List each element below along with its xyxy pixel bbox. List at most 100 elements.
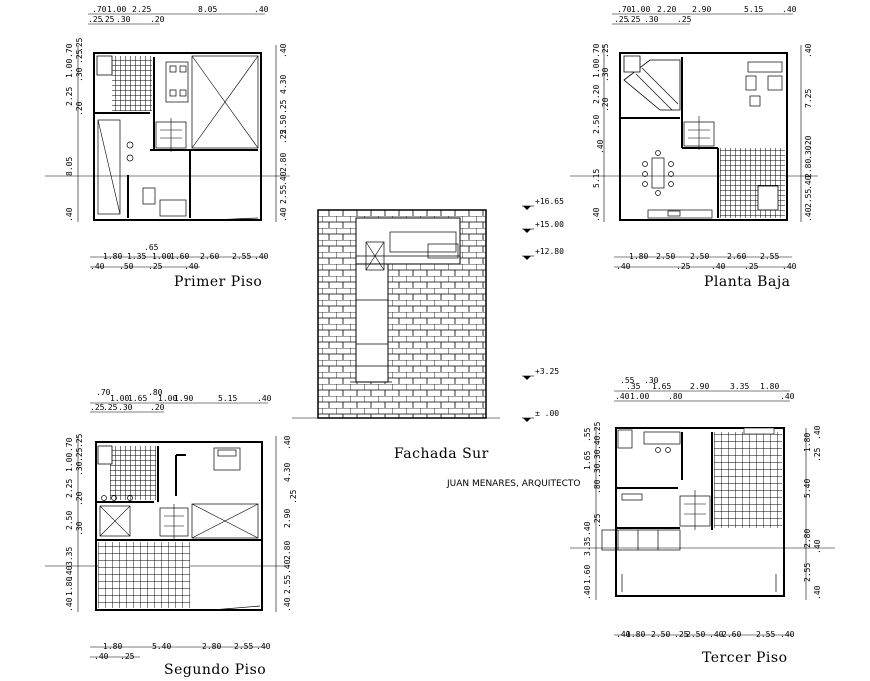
level-text: +3.25: [535, 367, 559, 376]
plan-title: Primer Piso: [174, 274, 262, 290]
dim-text: 1.00: [107, 5, 126, 14]
dim-text: .40: [65, 597, 74, 612]
dim-text: 1.80: [626, 630, 645, 639]
dim-text: .40: [254, 5, 269, 14]
dim-text: .55: [583, 427, 592, 442]
dim-text: 2.80: [803, 529, 812, 548]
dim-text: 1.00: [158, 394, 177, 403]
dim-text: .40: [279, 207, 288, 222]
dim-text: .25: [279, 99, 288, 114]
dim-text: 2.55: [234, 642, 253, 651]
dim-text: 3.35: [583, 537, 592, 556]
dim-text: .40: [616, 630, 631, 639]
dim-text: .25: [120, 652, 135, 661]
dim-text: 2.90: [283, 509, 292, 528]
dim-text: .40: [256, 642, 271, 651]
dim-text: .30: [804, 145, 813, 160]
dim-text: .30: [75, 521, 84, 536]
dim-text: .25: [593, 421, 602, 436]
dim-text: .20: [150, 15, 165, 24]
dim-text: 2.55: [760, 252, 779, 261]
plan-tercer-piso: .55 .30 .35 1.65 2.90 3.35 1.80 .40 1.00…: [570, 376, 835, 666]
dim-text: 5.15: [218, 394, 237, 403]
dim-text: .40: [184, 262, 199, 271]
dim-text: .30: [601, 67, 610, 82]
dim-text: .40: [780, 392, 795, 401]
dim-text: .40: [257, 394, 272, 403]
dim-text: 1.90: [174, 394, 193, 403]
dim-text: 1.80: [803, 433, 812, 452]
level-markers: +16.65 +15.00 +12.80 +3.25 ± .00: [522, 197, 564, 422]
dim-text: 2.55: [232, 252, 251, 261]
dim-text: .40: [583, 521, 592, 536]
dim-text: .25: [601, 43, 610, 58]
dim-text: .80: [668, 392, 683, 401]
dim-text: .40: [593, 435, 602, 450]
plan-primer-piso: .70 1.00 2.25 8.05 .40 .25 .25 .30 .20 1…: [45, 5, 290, 290]
dim-text: .40: [279, 43, 288, 58]
dim-text: 1.00: [592, 59, 601, 78]
dim-text: 2.80: [202, 642, 221, 651]
dim-text: 1.80: [629, 252, 648, 261]
dim-text: 2.90: [692, 5, 711, 14]
dim-text: .25: [75, 49, 84, 64]
dim-text: .65: [144, 243, 159, 252]
dim-text: 3.35: [730, 382, 749, 391]
dim-text: 2.50: [686, 630, 705, 639]
dim-text: .25: [289, 489, 298, 504]
dim-text: 1.00: [110, 394, 129, 403]
level-text: +15.00: [535, 220, 564, 229]
dim-text: .30: [593, 463, 602, 478]
dim-text: 2.50: [656, 252, 675, 261]
dim-text: .40: [780, 630, 795, 639]
dim-text: .35: [626, 382, 641, 391]
dim-text: .40: [813, 425, 822, 440]
dim-text: 7.25: [804, 89, 813, 108]
dim-text: .20: [150, 403, 165, 412]
dim-text: .70: [92, 5, 107, 14]
dim-text: .30: [644, 15, 659, 24]
dim-text: .70: [96, 388, 111, 397]
dim-text: .25: [75, 37, 84, 52]
dim-text: 1.65: [652, 382, 671, 391]
dim-text: .25: [90, 403, 105, 412]
dim-text: 2.50: [65, 511, 74, 530]
dim-text: .40: [711, 262, 726, 271]
dim-text: 2.55: [804, 189, 813, 208]
dim-text: .20: [601, 97, 610, 112]
dim-text: .30: [644, 376, 659, 385]
dim-text: 2.60: [722, 630, 741, 639]
dim-text: .20: [75, 491, 84, 506]
dim-text: .25: [88, 15, 103, 24]
dim-text: .25: [614, 15, 629, 24]
dim-text: .30: [75, 461, 84, 476]
dim-text: .40: [283, 597, 292, 612]
dim-text: .70: [592, 43, 601, 58]
dim-text: .40: [279, 171, 288, 186]
dim-text: .70: [65, 43, 74, 58]
plan-planta-baja: .70 1.00 2.20 2.90 5.15 .40 .25 .25 .30 …: [570, 5, 818, 290]
dim-text: .25: [148, 262, 163, 271]
dim-text: .20: [75, 101, 84, 116]
dim-text: .40: [782, 5, 797, 14]
level-text: ± .00: [535, 409, 559, 418]
dim-text: .40: [65, 207, 74, 222]
dim-text: 2.50: [592, 115, 601, 134]
dim-text: .25: [626, 15, 641, 24]
dim-text: .40: [65, 565, 74, 580]
dim-text: 1.00: [65, 453, 74, 472]
dim-text: .30: [593, 449, 602, 464]
dim-text: 2.55: [279, 185, 288, 204]
dim-text: .40: [813, 539, 822, 554]
dim-text: .40: [94, 652, 109, 661]
dim-text: .25: [744, 262, 759, 271]
dim-text: .50: [119, 262, 134, 271]
dim-text: 1.80: [103, 642, 122, 651]
dim-text: 2.55: [803, 563, 812, 582]
dim-text: .80: [148, 388, 163, 397]
dim-text: 4.30: [279, 75, 288, 94]
dim-text: 3.35: [65, 547, 74, 566]
dim-text: 2.25: [132, 5, 151, 14]
dim-text: 2.80: [279, 153, 288, 172]
dim-text: .40: [782, 262, 797, 271]
